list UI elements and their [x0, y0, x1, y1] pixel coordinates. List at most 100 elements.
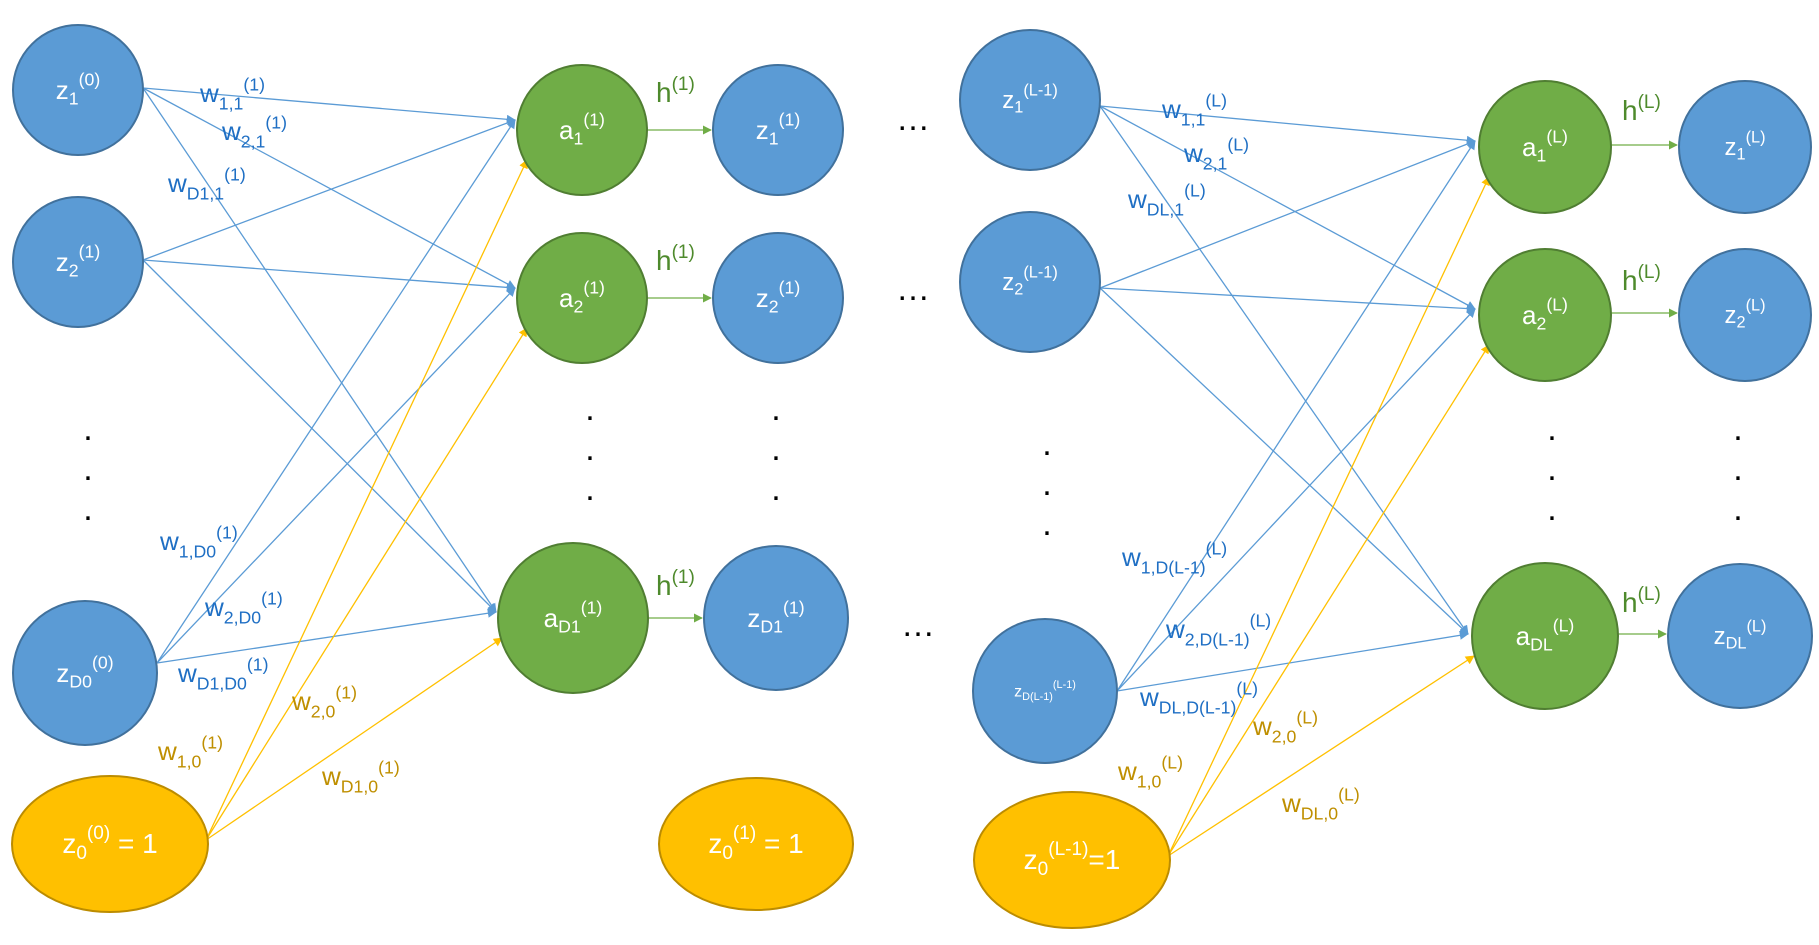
edge-lL-in1-act0	[1099, 139, 1476, 289]
l1-input-vdots-dot: .	[83, 490, 92, 528]
lL-output-node-1: z2(L)	[1678, 248, 1812, 382]
weight-labels: h(1)h(1)h(1)w1,1(1)w2,1(1)wD1,1(1)w1,D0(…	[157, 74, 1661, 823]
l1-input-node-0: z1(0)	[12, 24, 144, 156]
l1-output-bias-node-label: z0(1) = 1	[708, 823, 803, 864]
edge-l1-in0-act1	[142, 87, 516, 289]
l1-output-node-2-label: zD1(1)	[747, 597, 804, 636]
l1-output-bias-node: z0(1) = 1	[658, 777, 854, 911]
lL-activation-node-1-label: a2(L)	[1522, 294, 1568, 333]
hdots-row-0: …	[896, 100, 930, 138]
lL-input-node-1: z2(L-1)	[959, 211, 1101, 353]
lL-act-vdots-dot: .	[1547, 450, 1556, 488]
edge-l1-in0-act0	[142, 87, 516, 124]
edge-lL-bias-act0	[1167, 176, 1490, 857]
l1-activation-node-2: aD1(1)	[497, 542, 649, 694]
edge-l1-bias-act1	[205, 327, 528, 841]
l1-weight-label-gold-2: wD1,0(1)	[321, 758, 400, 797]
l1-weight-label-blue-0: w1,1(1)	[199, 75, 265, 114]
l1-act-vdots-dot: .	[585, 430, 594, 468]
l1-activation-node-1: a2(1)	[516, 232, 648, 364]
l1-weight-label-gold-1: w1,0(1)	[157, 733, 223, 772]
l1-weight-label-blue-2: wD1,1(1)	[167, 165, 246, 204]
lL-weight-label-gold-1: w1,0(L)	[1117, 753, 1183, 792]
edge-l1-bias-act2	[205, 637, 503, 841]
lL-out-vdots: ...	[1733, 410, 1742, 528]
l1-bias-node: z0(0) = 1	[11, 775, 209, 913]
lL-input-vdots-dot: .	[1042, 465, 1051, 503]
lL-weight-label-blue-3: w1,D(L-1)(L)	[1121, 539, 1227, 578]
hdots-row-1: …	[896, 270, 930, 308]
lL-act-vdots: ...	[1547, 410, 1556, 528]
lL-input-node-1-label: z2(L-1)	[1002, 264, 1058, 299]
l1-out-vdots: ...	[771, 390, 780, 508]
lL-input-vdots: ...	[1042, 425, 1051, 543]
l1-input-node-0-label: z1(0)	[56, 69, 100, 108]
lL-h-label-1: h(L)	[1622, 262, 1661, 296]
lL-bias-node-label: z0(L-1)=1	[1024, 839, 1121, 880]
edge-l1-in2-act1	[156, 287, 516, 664]
connection-edges	[142, 87, 1678, 857]
l1-bias-node-label: z0(0) = 1	[62, 823, 157, 864]
l1-output-node-0: z1(1)	[712, 64, 844, 196]
l1-out-vdots-dot: .	[771, 430, 780, 468]
l1-act-vdots: ...	[585, 390, 594, 508]
lL-act-vdots-dot: .	[1547, 410, 1556, 448]
l1-h-label-2: h(1)	[656, 567, 695, 601]
edge-lL-in0-act1	[1099, 105, 1476, 310]
l1-weight-label-blue-3: w1,D0(1)	[159, 523, 238, 562]
lL-activation-node-1: a2(L)	[1478, 248, 1612, 382]
edge-l1-in2-act0	[156, 119, 516, 664]
l1-input-node-1-label: z2(1)	[56, 241, 100, 280]
lL-output-node-2-label: zDL(L)	[1714, 618, 1767, 653]
l1-activation-node-0-label: a1(1)	[559, 109, 605, 148]
l1-input-node-2-label: zD0(0)	[56, 652, 113, 691]
lL-bias-node: z0(L-1)=1	[973, 791, 1171, 929]
edge-lL-in1-act1	[1099, 287, 1476, 314]
l1-activation-node-2-label: aD1(1)	[544, 597, 603, 636]
lL-weight-label-blue-2: wDL,1(L)	[1127, 181, 1206, 220]
l1-weight-label-blue-4: w2,D0(1)	[204, 589, 283, 628]
lL-weight-label-blue-5: wDL,D(L-1)(L)	[1139, 679, 1258, 718]
lL-weight-label-gold-2: wDL,0(L)	[1281, 785, 1360, 824]
edge-l1-in1-act1	[142, 259, 516, 292]
l1-input-vdots-dot: .	[83, 450, 92, 488]
lL-weight-label-blue-1: w2,1(L)	[1183, 135, 1249, 174]
lL-activation-node-2-label: aDL(L)	[1516, 615, 1575, 654]
l1-output-node-1-label: z2(1)	[756, 277, 800, 316]
lL-input-node-2: zD(L-1)(L-1)	[972, 618, 1118, 764]
lL-activation-node-2: aDL(L)	[1471, 562, 1619, 710]
lL-input-node-2-label: zD(L-1)(L-1)	[1014, 679, 1076, 703]
lL-input-vdots-dot: .	[1042, 425, 1051, 463]
lL-activation-node-0-label: a1(L)	[1522, 126, 1568, 165]
lL-weight-label-gold-0: w2,0(L)	[1252, 708, 1318, 747]
lL-output-node-1-label: z2(L)	[1724, 297, 1765, 332]
l1-out-vdots-dot: .	[771, 470, 780, 508]
l1-input-vdots: ...	[83, 410, 92, 528]
lL-weight-label-blue-4: w2,D(L-1)(L)	[1165, 611, 1271, 650]
edge-lL-bias-act1	[1167, 344, 1490, 857]
l1-input-node-2: zD0(0)	[12, 600, 158, 746]
l1-h-label-0: h(1)	[656, 74, 695, 108]
edge-l1-in2-act2	[156, 608, 497, 664]
lL-h-label-2: h(L)	[1622, 584, 1661, 618]
lL-output-node-0-label: z1(L)	[1724, 129, 1765, 164]
l1-weight-label-blue-5: wD1,D0(1)	[177, 655, 268, 694]
edge-lL-in2-act1	[1116, 308, 1476, 692]
edge-l1-bias-act0	[205, 159, 528, 841]
l1-weight-label-gold-0: w2,0(1)	[291, 683, 357, 722]
lL-out-vdots-dot: .	[1733, 450, 1742, 488]
l1-act-vdots-dot: .	[585, 470, 594, 508]
edge-l1-in1-act0	[142, 118, 516, 261]
l1-act-vdots-dot: .	[585, 390, 594, 428]
lL-out-vdots-dot: .	[1733, 410, 1742, 448]
hdots-row-2: …	[901, 606, 935, 644]
lL-output-node-2: zDL(L)	[1667, 563, 1813, 709]
lL-input-vdots-dot: .	[1042, 505, 1051, 543]
l1-weight-label-blue-1: w2,1(1)	[221, 113, 287, 152]
network-nodes: z1(0) z2(1) zD0(0) z0(0) = 1 a1(1) a2(1) aD1(1…	[11, 24, 1813, 929]
l1-output-node-1: z2(1)	[712, 232, 844, 364]
edge-lL-in0-act0	[1099, 105, 1476, 145]
l1-input-node-1: z2(1)	[12, 196, 144, 328]
edge-lL-bias-act2	[1167, 655, 1475, 857]
